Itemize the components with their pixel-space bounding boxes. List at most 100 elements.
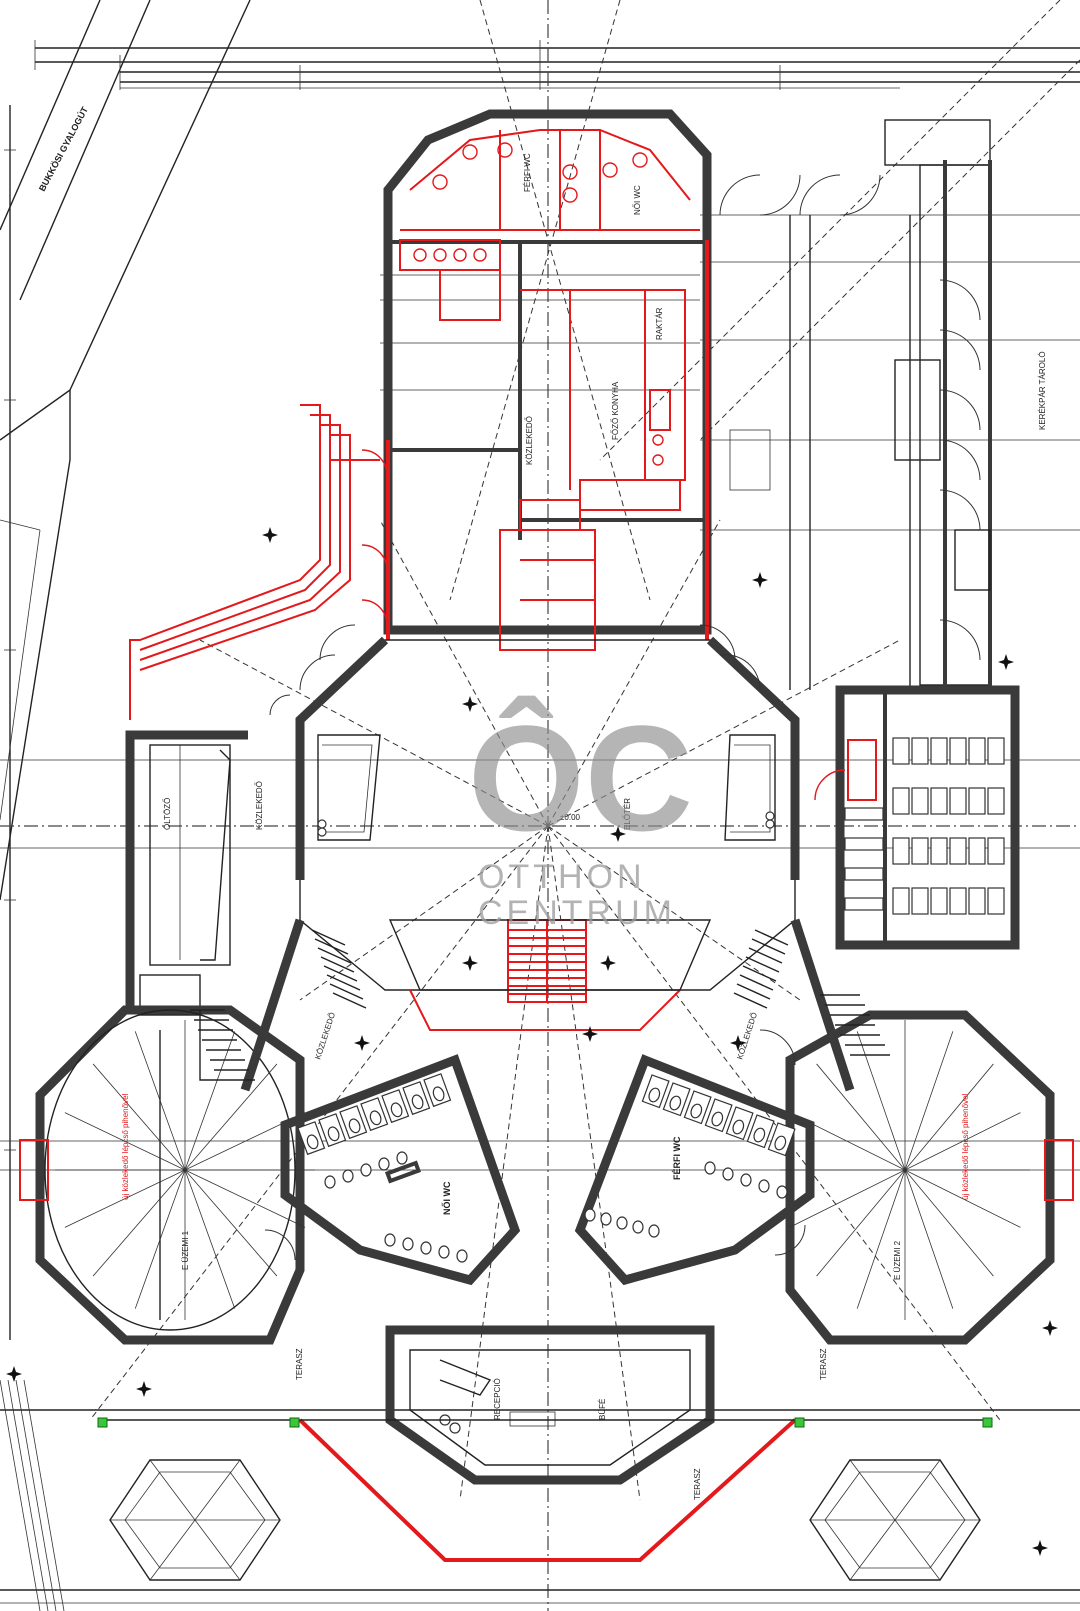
sink-icon: [378, 1157, 390, 1171]
toilet-cubicle: [987, 737, 1005, 765]
room-ray: [134, 1169, 186, 1309]
stair-tread: [748, 947, 783, 964]
toilet-cubicle: [911, 887, 929, 915]
staff-left-label: ÖLTÖZŐ: [163, 798, 172, 830]
room-ray: [816, 1169, 906, 1277]
room-ray: [856, 1169, 906, 1309]
toilet-cubicle: [987, 887, 1005, 915]
level-marker-star: [610, 826, 626, 842]
stair-tread: [326, 974, 361, 991]
survey-marker-4: [982, 1417, 993, 1428]
level-label: ±0.00: [560, 813, 581, 822]
toilet-icon: [327, 1126, 340, 1142]
sink-icon: [384, 1233, 396, 1247]
survey-marker-1: [97, 1417, 108, 1428]
level-marker-star: [462, 955, 478, 971]
sink-icon: [396, 1151, 408, 1165]
stair-tread: [736, 983, 771, 1000]
corridor-left-label: KÖZLEKEDŐ: [255, 781, 264, 830]
stair-tread: [733, 992, 768, 1009]
sink-icon: [456, 1249, 468, 1263]
street-path: BUKKÖSI GYALOGÚT: [0, 0, 251, 901]
room-ray: [64, 1169, 186, 1228]
stair-tread: [317, 947, 352, 964]
wc-women-wedge: NŐI WC: [280, 1054, 521, 1286]
pavilions: [0, 1379, 981, 1611]
toilet-icon: [711, 1111, 724, 1127]
toilet-cubicle: [968, 737, 986, 765]
sink-counter: [844, 897, 884, 911]
stair-tread: [742, 965, 777, 982]
level-marker-star: [998, 654, 1014, 670]
sink-icon: [324, 1175, 336, 1189]
dimension-lines-top: [34, 40, 1080, 90]
stair-tread: [745, 956, 780, 973]
watermark: ÔC OTTHON CENTRUM: [468, 694, 693, 932]
urinal-icon: [722, 1167, 734, 1181]
stair-tread: [332, 992, 367, 1009]
toilet-cubicle: [911, 787, 929, 815]
room-ray: [904, 1169, 1021, 1228]
corridor-lower-left-label: KÖZLEKEDŐ: [313, 1011, 337, 1060]
level-marker-star: [354, 1035, 370, 1051]
kitchen-label: FŐZŐ KONYHA: [611, 381, 620, 440]
toilet-cubicle: [987, 837, 1005, 865]
room-ray: [789, 1169, 906, 1228]
toilet-cubicle: [949, 787, 967, 815]
room-right-label: E ÜZEMI 2: [893, 1240, 902, 1280]
left-wing: ÖLTÖZŐ: [125, 730, 248, 1016]
level-markers: [6, 527, 1058, 1556]
toilet-cubicle: [911, 737, 929, 765]
sink-icon: [402, 1237, 414, 1251]
toilet-cubicle: [892, 887, 910, 915]
survey-marker-2: [289, 1417, 300, 1428]
room-ray: [134, 1031, 186, 1171]
level-marker-star: [730, 1035, 746, 1051]
wc-men-wedge: FÉRFI WC: [574, 1054, 815, 1286]
level-marker-star: [1042, 1320, 1058, 1336]
toilet-icon: [648, 1087, 661, 1103]
urinal-icon: [704, 1161, 716, 1175]
toilet-icon: [411, 1094, 424, 1110]
room-ray: [816, 1063, 906, 1171]
watermark-line2: CENTRUM: [478, 894, 676, 932]
stair-tread: [314, 938, 349, 955]
kitchen-wing: FŐZŐ KONYHA KÖZLEKEDŐ RAKTÁR FÉRFI WC NŐ…: [129, 109, 771, 720]
toilet-cubicle: [892, 787, 910, 815]
sink-icon: [584, 1208, 596, 1222]
urinal-icon: [740, 1173, 752, 1187]
survey-marker-3: [794, 1417, 805, 1428]
toilet-cubicle: [930, 737, 948, 765]
left-edge-hatching: [0, 1379, 65, 1611]
reception-label: RECEPCIÓ: [493, 1378, 502, 1420]
sink-icon: [632, 1220, 644, 1234]
note-left: új közlekedő lépcső pihenővel: [121, 1093, 130, 1200]
sink-counter: [844, 837, 884, 851]
terrace-bottom-label: TERASZ: [693, 1468, 702, 1500]
main-hall: ELŐTÉR KÖZLEKEDŐ ±0.00: [255, 636, 800, 1031]
sink-icon: [616, 1216, 628, 1230]
toilet-icon: [753, 1127, 766, 1143]
stair-tread: [311, 929, 346, 946]
corridor-center-label: KÖZLEKEDŐ: [525, 416, 534, 465]
toilet-cubicle: [949, 837, 967, 865]
corridor-lower-right-label: KÖZLEKEDŐ: [735, 1011, 759, 1060]
stair-tread: [751, 938, 786, 955]
sink-icon: [600, 1212, 612, 1226]
stair-tread: [323, 965, 358, 982]
wc-top-men-label: FÉRFI WC: [523, 153, 532, 192]
wc-top-women-label: NŐI WC: [633, 185, 642, 215]
stair-tread: [320, 956, 355, 973]
urinal-icon: [758, 1179, 770, 1193]
right-wc-block: [814, 685, 1020, 950]
urinal-icon: [776, 1185, 788, 1199]
sink-icon: [360, 1163, 372, 1177]
dimension-lines-left: [4, 105, 16, 1340]
level-marker-star: [582, 1026, 598, 1042]
room-ray: [904, 1112, 1021, 1171]
stair-tread: [329, 983, 364, 1000]
stair-tread: [754, 929, 789, 946]
room-ray: [184, 1063, 278, 1171]
level-marker-star: [752, 572, 768, 588]
level-marker-star: [462, 696, 478, 712]
